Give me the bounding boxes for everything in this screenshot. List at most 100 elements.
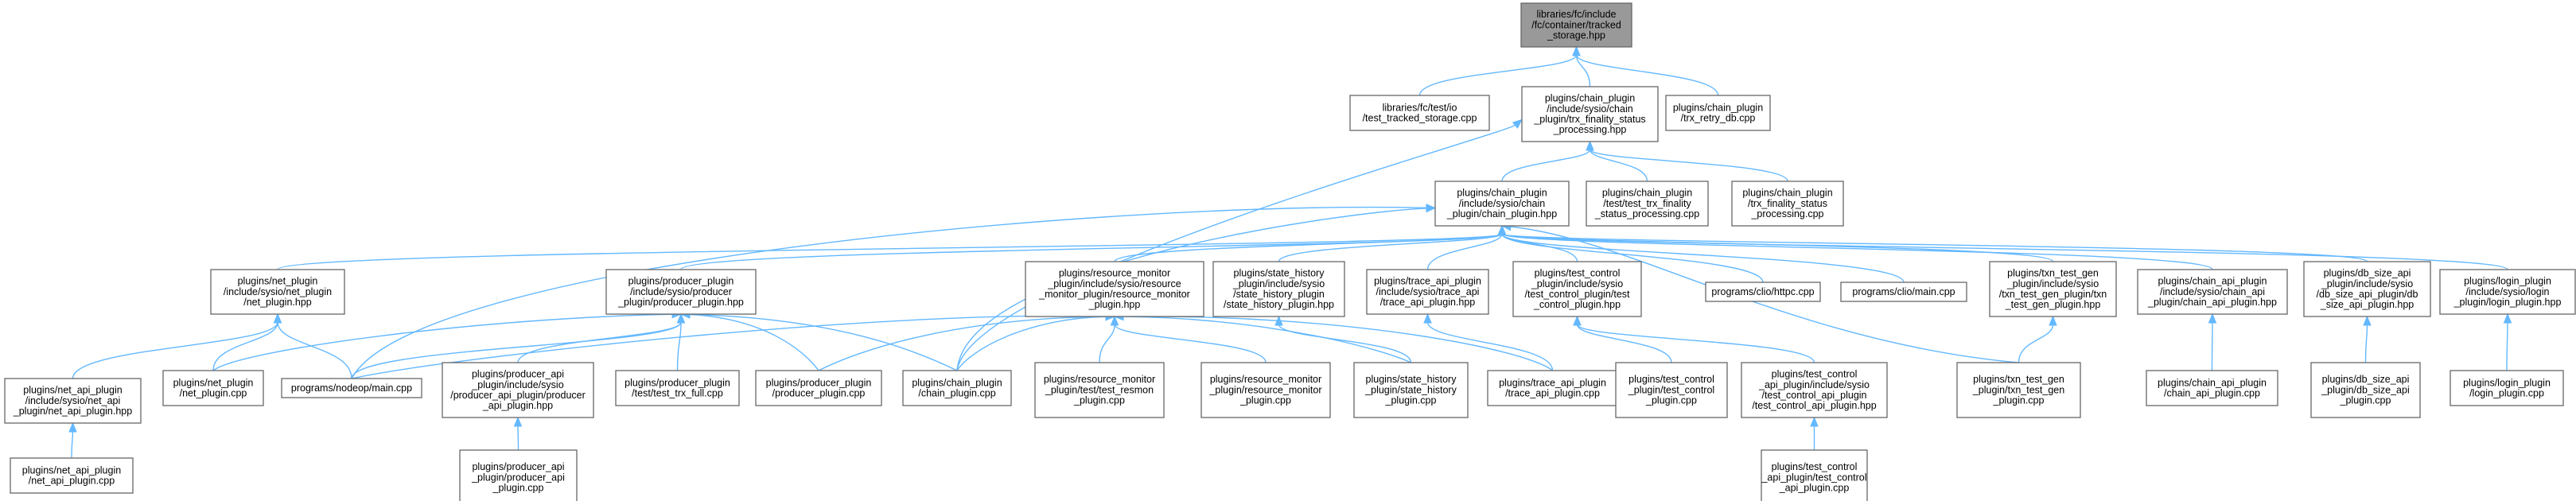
- node-nethpp[interactable]: plugins/net_plugin/include/sysio/net_plu…: [210, 269, 345, 315]
- edge-nethpp-to-netcpp: [212, 313, 282, 371]
- node-label-line: _plugin/chain_api_plugin.hpp: [2147, 297, 2277, 308]
- edge-line: [676, 321, 682, 371]
- node-nodeopmain[interactable]: programs/nodeop/main.cpp: [281, 378, 422, 398]
- node-box: [442, 362, 594, 418]
- node-label-line: _monitor_plugin/resource_monitor: [1038, 289, 1190, 300]
- node-testtfsp[interactable]: plugins/chain_plugin/test/test_trx_final…: [1586, 181, 1709, 227]
- node-netapihpp[interactable]: plugins/net_api_plugin/include/sysio/net…: [4, 378, 142, 424]
- node-box: [2303, 261, 2431, 317]
- node-rmcpp[interactable]: plugins/resource_monitor_plugin/resource…: [1200, 362, 1331, 418]
- node-txnhpp[interactable]: plugins/txn_test_gen_plugin/include/sysi…: [1989, 261, 2117, 317]
- edge-line: [956, 316, 1107, 371]
- edge-line: [1501, 233, 2368, 262]
- node-tts[interactable]: libraries/fc/test/io/test_tracked_storag…: [1349, 95, 1490, 131]
- node-label-line: plugins/resource_monitor: [1059, 268, 1170, 279]
- node-box: [162, 370, 264, 406]
- node-label-line: _plugin.cpp: [1239, 395, 1291, 406]
- node-tcapihpp[interactable]: plugins/test_control_api_plugin/include/…: [1741, 362, 1888, 418]
- node-label-line: /test_control_api_plugin.hpp: [1752, 400, 1876, 411]
- node-tracehpp[interactable]: plugins/trace_api_plugin/include/sysio/t…: [1366, 269, 1489, 315]
- node-label-line: /test/test_trx_full.cpp: [632, 388, 723, 399]
- node-testtrxfull[interactable]: plugins/producer_plugin/test/test_trx_fu…: [615, 370, 740, 406]
- node-box: [1761, 449, 1868, 501]
- node-label-line: plugins/state_history: [1366, 374, 1457, 385]
- node-box: [1665, 95, 1771, 131]
- node-label-line: plugins/test_control: [1772, 461, 1858, 472]
- node-label-line: _api_plugin/test_control: [1761, 472, 1866, 483]
- node-label-line: _plugin/include/sysio: [2006, 278, 2099, 289]
- node-dbcpp[interactable]: plugins/db_size_api_plugin/db_size_api_p…: [2310, 362, 2421, 418]
- node-root[interactable]: libraries/fc/include/fc/container/tracke…: [1520, 2, 1632, 48]
- node-label-line: _plugin/login_plugin.hpp: [2453, 297, 2562, 308]
- node-logincpp[interactable]: plugins/login_plugin/login_plugin.cpp: [2450, 370, 2564, 406]
- node-tccpp[interactable]: plugins/test_control_plugin/test_control…: [1615, 362, 1728, 418]
- node-label-line: plugins/db_size_api: [2322, 374, 2410, 385]
- node-label-line: /test/test_trx_finality: [1603, 198, 1691, 209]
- node-label-line: _plugin.cpp: [492, 483, 544, 494]
- node-chainapicpp[interactable]: plugins/chain_api_plugin/chain_api_plugi…: [2146, 370, 2278, 406]
- edge-prodhpp-to-prodcpp: [679, 310, 819, 371]
- node-txncpp[interactable]: plugins/txn_test_gen_plugin/txn_test_gen…: [1956, 362, 2081, 418]
- node-label-line: plugins/producer_api: [472, 461, 564, 472]
- node-label-line: plugins/chain_api_plugin: [2158, 276, 2267, 287]
- node-tfsp[interactable]: plugins/chain_plugin/include/sysio/chain…: [1521, 86, 1659, 142]
- node-label-line: _storage.hpp: [1547, 30, 1605, 41]
- node-label-line: /login_plugin.cpp: [2469, 388, 2544, 399]
- node-shhpp[interactable]: plugins/state_history_plugin/include/sys…: [1212, 261, 1345, 317]
- nodes-layer: libraries/fc/include/fc/container/tracke…: [4, 2, 2576, 501]
- edge-line: [72, 321, 278, 379]
- node-label-line: plugins/test_control: [1535, 268, 1621, 279]
- node-rmhpp[interactable]: plugins/resource_monitor_plugin/include/…: [1025, 261, 1204, 317]
- node-chainapihpp[interactable]: plugins/chain_api_plugin/include/sysio/c…: [2137, 269, 2288, 315]
- edge-tfsp-to-chaincpp: [956, 118, 1523, 371]
- node-label-line: plugins/txn_test_gen: [2007, 268, 2099, 279]
- node-trxretry[interactable]: plugins/chain_plugin/trx_retry_db.cpp: [1665, 95, 1771, 131]
- node-label-line: /db_size_api_plugin/db: [2317, 289, 2418, 300]
- edge-line: [956, 124, 1516, 371]
- node-tcapicpp[interactable]: plugins/test_control_api_plugin/test_con…: [1761, 449, 1868, 501]
- node-chainhpp[interactable]: plugins/chain_plugin/include/sysio/chain…: [1434, 181, 1570, 227]
- node-label-line: _plugin/producer_plugin.hpp: [617, 297, 744, 308]
- edge-prodhpp-to-testtrxfull: [676, 313, 686, 371]
- edge-line: [1501, 233, 2508, 270]
- edge-chainhpp-to-tracehpp: [1426, 224, 1507, 270]
- edge-nethpp-to-netapihpp: [72, 313, 282, 379]
- node-label-line: _api_plugin/include/sysio: [1758, 379, 1870, 390]
- node-netapicpp[interactable]: plugins/net_api_plugin/net_api_plugin.cp…: [10, 457, 134, 494]
- node-label-line: _plugin/producer_api: [471, 472, 565, 483]
- node-box: [1353, 362, 1469, 418]
- node-label-line: _plugin/resource_monitor: [1208, 384, 1321, 395]
- edge-arrowhead: [68, 421, 77, 433]
- node-label-line: /test_control_plugin/test: [1524, 289, 1630, 300]
- node-netcpp[interactable]: plugins/net_plugin/net_plugin.cpp: [162, 370, 264, 406]
- node-box: [1200, 362, 1331, 418]
- node-label-line: _control_plugin.hpp: [1533, 299, 1621, 310]
- node-tracecpp[interactable]: plugins/trace_api_plugin/trace_api_plugi…: [1487, 370, 1618, 406]
- node-prodhpp[interactable]: plugins/producer_plugin/include/sysio/pr…: [605, 269, 757, 315]
- node-prodcpp[interactable]: plugins/producer_plugin/producer_plugin.…: [755, 370, 882, 406]
- node-label-line: plugins/chain_plugin: [1742, 188, 1832, 199]
- node-tchpp[interactable]: plugins/test_control_plugin/include/sysi…: [1512, 261, 1642, 317]
- node-loginhpp[interactable]: plugins/login_plugin/include/sysio/login…: [2439, 269, 2576, 315]
- node-httpc[interactable]: programs/clio/httpc.cpp: [1705, 282, 1821, 302]
- node-tfspcpp[interactable]: plugins/chain_plugin/trx_finality_status…: [1731, 181, 1844, 227]
- edge-line: [212, 321, 278, 371]
- node-label-line: /chain_plugin.cpp: [918, 388, 995, 399]
- node-testresmon[interactable]: plugins/resource_monitor_plugin/test/tes…: [1034, 362, 1165, 418]
- node-label-line: _plugin/net_api_plugin.hpp: [13, 406, 132, 417]
- node-shcpp[interactable]: plugins/state_history_plugin/state_histo…: [1353, 362, 1469, 418]
- node-prodapicpp[interactable]: plugins/producer_api_plugin/producer_api…: [459, 449, 578, 501]
- node-prodapihpp[interactable]: plugins/producer_api_plugin/include/sysi…: [442, 362, 594, 418]
- node-chaincpp[interactable]: plugins/chain_plugin/chain_plugin.cpp: [902, 370, 1012, 406]
- edge-line: [1575, 54, 1591, 87]
- edge-dbhpp-to-dbcpp: [2363, 315, 2372, 363]
- node-label-line: plugins/resource_monitor: [1210, 374, 1321, 385]
- node-dbhpp[interactable]: plugins/db_size_api_plugin/include/sysio…: [2303, 261, 2431, 317]
- node-label-line: plugins/trace_api_plugin: [1499, 377, 1606, 388]
- edge-tchpp-to-tccpp: [1573, 315, 1672, 363]
- edge-arrowhead: [1810, 416, 1819, 427]
- node-label-line: plugins/net_plugin: [238, 276, 318, 287]
- node-cliomain[interactable]: programs/clio/main.cpp: [1840, 282, 1967, 302]
- node-label-line: _processing.hpp: [1553, 124, 1627, 135]
- node-box: [1956, 362, 2081, 418]
